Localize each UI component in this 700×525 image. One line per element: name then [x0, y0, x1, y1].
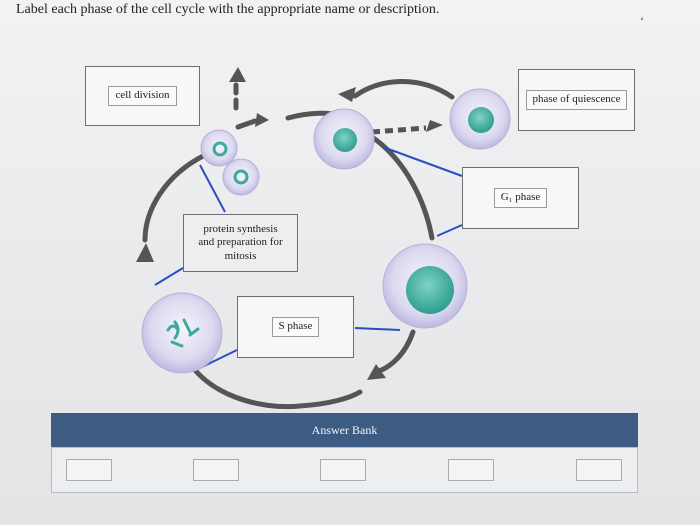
leader-s-right: [354, 327, 401, 331]
instructions-text: Label each phase of the cell cycle with …: [16, 2, 440, 17]
cell-dividing: [200, 129, 260, 196]
arc-bottom: [182, 352, 363, 410]
chip-g1-phase[interactable]: G₁ phase: [493, 188, 548, 208]
chip-protein-synthesis[interactable]: protein synthesis and preparation for mi…: [198, 223, 283, 262]
arrow-head-g0: [426, 120, 443, 132]
leader-left: [154, 267, 184, 286]
arrow-heads: [136, 67, 443, 380]
arc-quiescence: [352, 79, 455, 100]
chip-s-phase[interactable]: S phase: [271, 317, 320, 337]
leader-division-a: [199, 164, 226, 213]
answer-bank-title: Answer Bank: [311, 422, 378, 437]
arrow-head-division: [255, 113, 269, 127]
arc-left: [142, 152, 208, 243]
arrow-head-bottom-right: [367, 364, 386, 380]
arc-bottom-right: [373, 329, 416, 375]
target-g1-phase[interactable]: G₁ phase: [462, 167, 579, 229]
cell-quiescent: [449, 88, 511, 150]
target-cell-division[interactable]: cell division: [85, 66, 200, 126]
chip-cell-division[interactable]: cell division: [108, 86, 177, 106]
answer-slot-3[interactable]: [320, 459, 366, 481]
cell-g1-early: [313, 108, 375, 170]
arrow-head-top: [229, 67, 246, 82]
arc-division-right: [235, 118, 258, 130]
leader-quiescence: [382, 146, 463, 177]
cycle-arrows: [142, 77, 455, 410]
chip-phase-of-quiescence[interactable]: phase of quiescence: [525, 90, 628, 110]
answer-slot-5[interactable]: [576, 459, 622, 481]
answer-bank: [51, 447, 638, 493]
target-s-phase[interactable]: S phase: [237, 296, 354, 358]
arrow-head-quiescence: [338, 87, 356, 102]
cell-mitosis: [141, 292, 223, 374]
arc-right: [369, 134, 435, 241]
target-protein-synthesis[interactable]: protein synthesis and preparation for mi…: [183, 214, 298, 272]
answer-slot-1[interactable]: [66, 459, 112, 481]
answer-bank-header: Answer Bank: [51, 413, 638, 447]
answer-slot-2[interactable]: [193, 459, 239, 481]
arc-to-g0: [371, 125, 427, 135]
arrow-head-left: [136, 243, 154, 262]
leader-g1: [436, 224, 463, 237]
menu-dot: ‘: [640, 14, 644, 28]
answer-slot-4[interactable]: [448, 459, 494, 481]
target-phase-of-quiescence[interactable]: phase of quiescence: [518, 69, 635, 131]
cell-s-phase: [382, 243, 468, 329]
